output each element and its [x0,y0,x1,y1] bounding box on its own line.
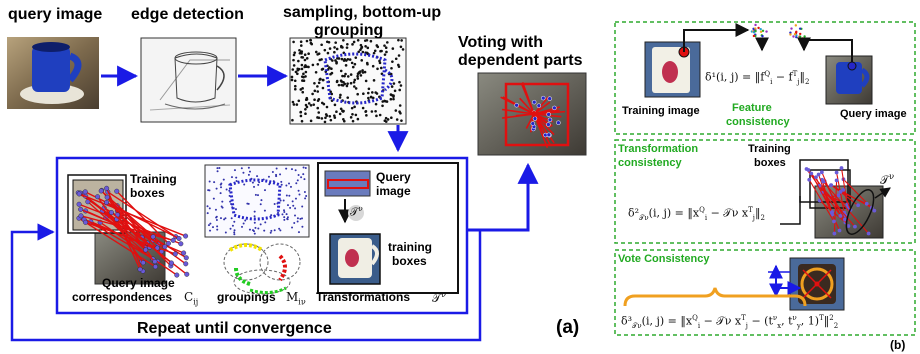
label-transformation-consistency: consistency [618,157,682,169]
symbol-t-nu-loop: 𝒯ν [350,205,363,219]
transformations-graphic [317,162,459,294]
label-boxes-b: boxes [754,157,786,169]
feature-consistency-box [614,21,916,135]
loop-box [55,156,469,315]
groupings-graphic [204,164,310,295]
label-dependent-parts: dependent parts [458,52,583,69]
label-boxes: boxes [130,186,165,200]
correspondences-graphic [67,174,190,285]
voting-image [477,72,587,156]
label-correspondences: correspondences [72,290,173,304]
label-transformation: Transformation [618,143,699,155]
label-voting: Voting with [458,34,544,51]
label-query-image-b: Query image [840,108,907,120]
edge-detection-image [140,37,237,123]
equation-delta2: δ²𝒯ν(i, j) = ‖xQi − 𝒯ν xTj‖2 [628,206,765,222]
label-edge-detection: edge detection [131,6,244,23]
transformation-consistency-box [614,139,916,244]
feature-training-photo [644,41,701,98]
label-training-b: Training [748,143,791,155]
arrow-loop-to-voting [467,162,539,232]
symbol-t-nu-b: 𝒯ν [880,172,895,187]
label-training: Training [130,172,177,186]
equation-delta1: δ¹(i, j) = ‖fQi − fTj‖2 [705,70,810,86]
sampling-image [289,37,407,125]
vote-consistency-graphic [768,257,845,311]
query-image-photo [7,37,99,109]
label-repeat: Repeat until convergence [137,320,332,337]
label-training-image: Training image [622,105,700,117]
symbol-m-iv: Miν [286,290,306,307]
label-a: (a) [556,317,580,338]
label-vote-consistency: Vote Consistency [618,253,710,265]
vote-brace [623,287,807,307]
symbol-t-nu: 𝒯ν [432,290,447,305]
repeat-loop-arrow [10,223,482,342]
feature-query-photo [825,55,873,105]
label-image: image [376,184,411,198]
vote-consistency-box [614,249,916,336]
label-boxes-small: boxes [392,254,427,268]
label-grouping: grouping [314,22,384,39]
label-training-small: training [388,240,432,254]
transformation-consistency-graphic [780,159,891,239]
label-feature: Feature [732,102,772,114]
label-transformations: Transformations [316,290,411,304]
label-sampling: sampling, bottom-up [283,4,442,21]
symbol-c-ij: Cij [184,290,199,307]
label-b: (b) [890,338,906,352]
equation-delta3: δ³𝒯ν(i, j) = ‖xQi − 𝒯ν xTj − (tνx, tνy, … [621,314,839,330]
label-query-image-corr: Query image [102,276,175,290]
feature-descriptor-icons [750,23,806,42]
label-query-image: query image [8,6,103,23]
label-feature-consistency: consistency [726,116,790,128]
label-query: Query [376,170,411,184]
label-groupings: groupings [217,290,276,304]
